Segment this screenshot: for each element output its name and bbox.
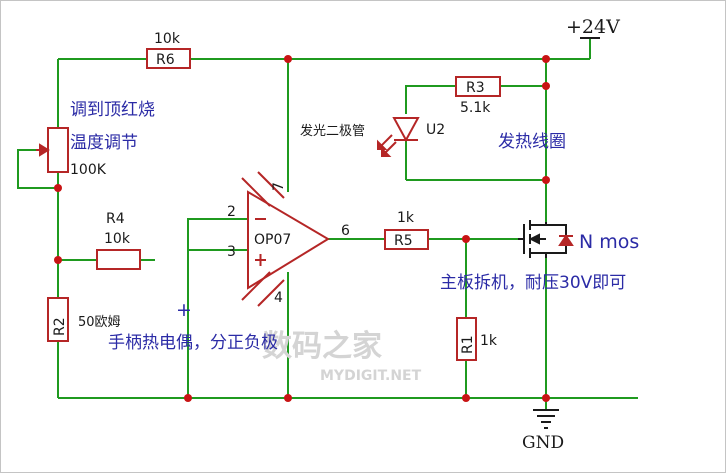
resistor-r4 [96,249,141,270]
opamp-pin3: 3 [227,244,236,260]
wire [405,85,456,114]
opamp-pin2: 2 [227,204,236,220]
junction-dot [462,394,470,402]
ground-symbol [533,409,559,429]
r2-name: R2 [52,317,68,336]
r2-value: 50欧姆 [78,315,121,330]
junction-dot [462,235,470,243]
mosfet-rating-note: 主板拆机，耐压30V即可 [440,273,626,293]
resistor-r6 [146,48,191,69]
junction-dot [54,184,62,192]
component-labels: 10k R6 R4 10k R3 5.1k 1k R5 R1 1k R2 50欧… [52,16,620,453]
opamp-op07 [241,171,330,307]
junctions [54,55,550,402]
junction-dot [54,256,62,264]
led-u2 [377,117,420,157]
ground-label: GND [522,433,564,453]
junction-dot [542,176,550,184]
junction-dot [542,55,550,63]
opamp-pin7: 7 [271,182,287,191]
junction-dot [284,394,292,402]
resistor-r3 [455,76,501,97]
junction-dot [284,55,292,63]
supply-label: +24V [566,16,620,38]
r1-value: 1k [480,333,498,349]
r1-name: R1 [460,335,476,354]
opamp-pin6: 6 [341,223,350,239]
r6-name: R6 [156,52,175,68]
potentiometer-wiper [36,143,50,157]
junction-dot [542,394,550,402]
led-name: U2 [426,122,445,138]
heater-note: 发热线圈 [498,132,566,152]
pot-note-line2: 温度调节 [70,133,138,153]
r5-name: R5 [394,233,413,249]
watermark-url: MYDIGIT.NET [320,368,422,384]
r4-value: 10k [104,231,131,247]
annotations: 调到顶红烧 温度调节 发光二极管 发热线圈 N mos 主板拆机，耐压30V即可… [70,100,639,353]
watermark: 数码之家 MYDIGIT.NET [262,329,422,384]
thermocouple-plus: + [176,299,192,321]
junction-dot [184,394,192,402]
pot-value: 100K [70,162,107,178]
resistor-r2 [47,297,69,342]
opamp-name: OP07 [254,232,291,248]
r4-name: R4 [106,211,125,227]
wire [17,149,58,189]
wire [187,218,248,398]
mosfet-note: N mos [579,231,639,253]
led-note: 发光二极管 [300,123,365,139]
resistor-r1 [456,317,477,361]
potentiometer-body [47,127,69,173]
resistor-r5 [384,229,429,250]
resistors [47,48,501,361]
wires [17,38,638,410]
r5-value: 1k [397,210,415,226]
r3-value: 5.1k [460,100,491,116]
mosfet-n [518,220,574,258]
junction-dot [542,82,550,90]
opamp-pin4: 4 [274,290,283,306]
led-triangle-icon [392,117,420,143]
pot-note-line1: 调到顶红烧 [70,100,155,120]
watermark-brand: 数码之家 [262,329,382,364]
r6-value: 10k [154,31,181,47]
thermocouple-note: 手柄热电偶，分正负极 [108,333,278,353]
r3-name: R3 [466,80,485,96]
